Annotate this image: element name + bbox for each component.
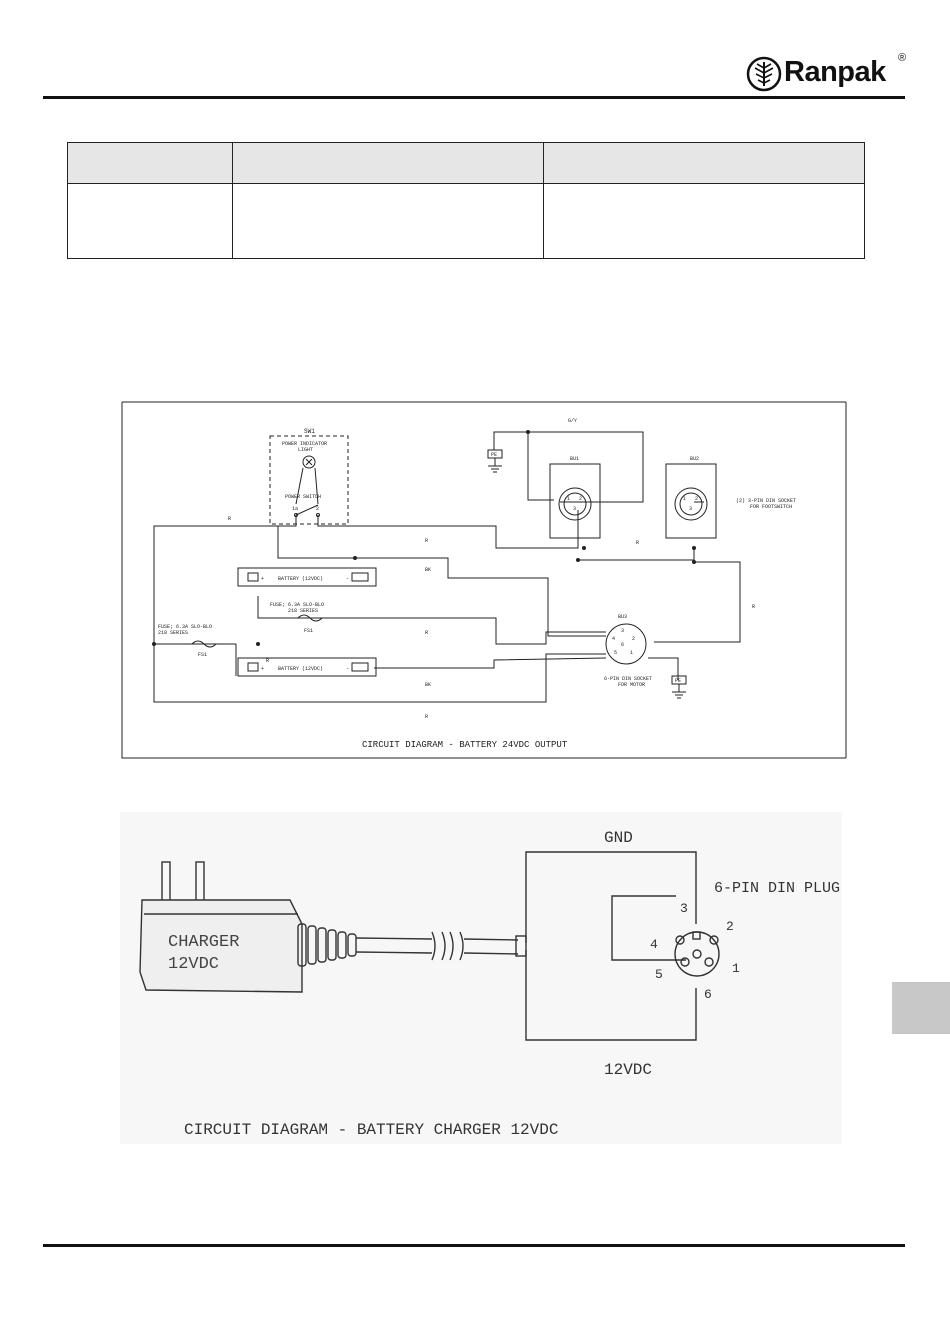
bu1-pin-2: 2 bbox=[579, 496, 582, 502]
fuse-mid-line1: FUSE; 6.3A SLO-BLO bbox=[270, 602, 324, 608]
battery-bottom-plus: + bbox=[261, 666, 264, 672]
battery-top-minus: - bbox=[346, 576, 349, 582]
bu3-pin-3: 3 bbox=[621, 628, 624, 634]
wire-r-label: R bbox=[425, 630, 428, 636]
wire-r-label: R bbox=[425, 538, 428, 544]
wire-r-label: R bbox=[752, 604, 755, 610]
wire-bk-label: BK bbox=[425, 682, 431, 688]
indicator-lamp-icon bbox=[302, 455, 316, 469]
table-header-cell bbox=[67, 142, 233, 184]
plug-pin-6: 6 bbox=[704, 987, 712, 1002]
wire-bk-label: BK bbox=[425, 567, 431, 573]
plug-pin-2: 2 bbox=[726, 919, 734, 934]
bu3-pin-6: 6 bbox=[621, 642, 624, 648]
battery-top-label: BATTERY (12VDC) bbox=[278, 576, 323, 582]
switch-pin-1a: 1a bbox=[292, 506, 298, 512]
fuse-mid-id: FS1 bbox=[304, 628, 313, 634]
battery-top-plus: + bbox=[261, 576, 264, 582]
table-cell bbox=[232, 183, 544, 259]
table-header-cell bbox=[232, 142, 544, 184]
fuse-left-line2: 218 SERIES bbox=[158, 630, 188, 636]
table-header-cell bbox=[543, 142, 865, 184]
light-label: LIGHT bbox=[298, 447, 313, 453]
table-header-row bbox=[67, 142, 865, 184]
header-rule bbox=[43, 96, 905, 99]
tree-logo-icon bbox=[746, 56, 782, 92]
motor-line1: 6-PIN DIN SOCKET bbox=[604, 676, 652, 682]
bu1-pin-1: 1 bbox=[567, 496, 570, 502]
vdc-label: 12VDC bbox=[604, 1061, 652, 1079]
charger-line1: CHARGER bbox=[168, 933, 239, 952]
fuse-left-icon bbox=[191, 640, 217, 648]
bu3-pin-1: 1 bbox=[630, 650, 633, 656]
charger-line2: 12VDC bbox=[168, 955, 219, 974]
power-indicator-label: POWER INDICATOR bbox=[282, 441, 327, 447]
wire-r-label: R bbox=[228, 516, 231, 522]
bu3-pin-5: 5 bbox=[614, 650, 617, 656]
wire-gy-label: G/Y bbox=[568, 418, 577, 424]
circuit-diagram-charger: CHARGER 12VDC GND 12VDC 3 2 4 1 5 6 6-PI… bbox=[120, 812, 842, 1144]
power-switch-label: POWER SWITCH bbox=[285, 494, 321, 500]
footswitch-line2: FOR FOOTSWITCH bbox=[750, 504, 792, 510]
plug-pin-4: 4 bbox=[650, 937, 658, 952]
table-row bbox=[67, 183, 865, 259]
diagram1-title: CIRCUIT DIAGRAM - BATTERY 24VDC OUTPUT bbox=[362, 740, 568, 750]
registered-mark: ® bbox=[898, 52, 907, 64]
wire-r-label: R bbox=[636, 540, 639, 546]
plug-label: 6-PIN DIN PLUG bbox=[714, 880, 840, 897]
bu2-pin-1: 1 bbox=[683, 496, 686, 502]
switch-pin-2: 2 bbox=[316, 506, 319, 512]
pe-label-top: PE bbox=[491, 452, 497, 458]
bu2-pin-2: 2 bbox=[695, 496, 698, 502]
gnd-label: GND bbox=[604, 829, 633, 847]
motor-line2: FOR MOTOR bbox=[618, 682, 645, 688]
table-cell bbox=[67, 183, 233, 259]
charger-body-icon bbox=[139, 899, 303, 993]
bu3-pin-4: 4 bbox=[612, 636, 615, 642]
footer-rule bbox=[43, 1244, 905, 1247]
plug-pin-5: 5 bbox=[655, 967, 663, 982]
plug-pin-1: 1 bbox=[732, 961, 740, 976]
battery-bottom-minus: - bbox=[346, 666, 349, 672]
wire-r-label: R bbox=[425, 714, 428, 720]
brand-name: Ranpak bbox=[784, 56, 886, 88]
sw1-label: SW1 bbox=[304, 428, 315, 435]
diagram2-title: CIRCUIT DIAGRAM - BATTERY CHARGER 12VDC bbox=[184, 1121, 558, 1139]
pe-label-bottom: PE bbox=[675, 678, 681, 684]
bu2-pin-3: 3 bbox=[689, 506, 692, 512]
circuit-diagram-24vdc: SW1 POWER INDICATOR LIGHT POWER SWITCH 1… bbox=[118, 400, 848, 762]
bu3-label: BU3 bbox=[618, 614, 627, 620]
plug-pin-3: 3 bbox=[680, 901, 688, 916]
bu2-label: BU2 bbox=[690, 456, 699, 462]
bu3-pin-2: 2 bbox=[632, 636, 635, 642]
fuse-left-line1: FUSE; 6.3A SLO-BLO bbox=[158, 624, 212, 630]
fuse-mid-icon bbox=[297, 614, 323, 622]
battery-bottom-label: BATTERY (12VDC) bbox=[278, 666, 323, 672]
wire-r-label: R bbox=[266, 658, 269, 664]
spec-table bbox=[67, 142, 865, 259]
table-cell bbox=[543, 183, 865, 259]
ranpak-logo: Ranpak ® bbox=[746, 52, 906, 92]
bu1-pin-3: 3 bbox=[573, 506, 576, 512]
bu1-label: BU1 bbox=[570, 456, 579, 462]
fuse-mid-line2: 218 SERIES bbox=[288, 608, 318, 614]
footswitch-line1: (2) 3-PIN DIN SOCKET bbox=[736, 498, 796, 504]
fuse-left-id: FS1 bbox=[198, 652, 207, 658]
section-tab-marker bbox=[892, 982, 950, 1034]
